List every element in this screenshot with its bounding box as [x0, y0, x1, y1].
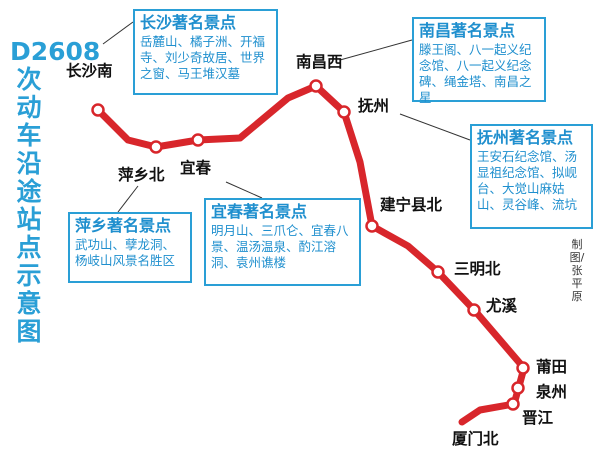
attractions-title-nanchang: 南昌著名景点 — [419, 21, 516, 40]
station-markers — [91, 79, 530, 411]
attractions-box-yichun: 宜春著名景点 明月山、三爪仑、宜春八景、温汤温泉、酌江溶洞、袁州谯楼 — [204, 198, 361, 286]
attractions-box-changsha: 长沙著名景点 岳麓山、橘子洲、开福寺、刘少奇故居、世界之窗、马王堆汉墓 — [133, 9, 278, 95]
map-credit: 制图/张平原 — [569, 238, 585, 303]
pointer-line-changsha — [102, 21, 134, 45]
attractions-title-yichun: 宜春著名景点 — [211, 202, 308, 221]
pointer-line-yichun — [225, 181, 263, 199]
pointer-line-fuzhou — [399, 113, 471, 141]
station-marker-putian[interactable] — [516, 361, 530, 375]
station-marker-jinjiang[interactable] — [506, 397, 520, 411]
station-label-xiamen-bei: 厦门北 — [452, 430, 499, 448]
attractions-list-pingxiang: 武功山、孽龙洞、杨岐山风景名胜区 — [75, 237, 176, 268]
attractions-title-changsha: 长沙著名景点 — [140, 13, 237, 32]
map-title: D2608次动车沿途站点示意图 — [10, 37, 101, 346]
attractions-box-fuzhou: 抚州著名景点 王安石纪念馆、汤显祖纪念馆、拟岘台、大觉山麻姑山、灵谷峰、流坑 — [470, 124, 593, 229]
attractions-list-fuzhou: 王安石纪念馆、汤显祖纪念馆、拟岘台、大觉山麻姑山、灵谷峰、流坑 — [477, 149, 578, 212]
attractions-list-nanchang: 滕王阁、八一起义纪念馆、八一起义纪念碑、绳金塔、南昌之星 — [419, 42, 532, 105]
attractions-title-fuzhou: 抚州著名景点 — [477, 128, 574, 147]
station-marker-nanchang-xi[interactable] — [309, 79, 323, 93]
attractions-box-nanchang: 南昌著名景点 滕王阁、八一起义纪念馆、八一起义纪念碑、绳金塔、南昌之星 — [412, 17, 546, 105]
station-label-nanchang-xi: 南昌西 — [296, 53, 343, 71]
station-marker-yichun[interactable] — [191, 133, 205, 147]
station-label-youxi: 尤溪 — [486, 297, 518, 315]
station-marker-changsha-nan[interactable] — [91, 103, 105, 117]
attractions-list-changsha: 岳麓山、橘子洲、开福寺、刘少奇故居、世界之窗、马王堆汉墓 — [140, 34, 266, 81]
station-marker-quanzhou[interactable] — [511, 381, 525, 395]
station-label-putian: 莆田 — [536, 358, 568, 376]
station-marker-jianning-xian-bei[interactable] — [365, 219, 379, 233]
pointer-lines — [102, 21, 471, 213]
station-label-jianning-xian-bei: 建宁县北 — [380, 196, 443, 214]
station-label-changsha-nan: 长沙南 — [66, 62, 113, 80]
station-label-pingxiang-bei: 萍乡北 — [118, 166, 165, 184]
pointer-line-pingxiang — [117, 185, 139, 213]
station-label-quanzhou: 泉州 — [536, 383, 568, 401]
attractions-box-pingxiang: 萍乡著名景点 武功山、孽龙洞、杨岐山风景名胜区 — [68, 212, 192, 283]
attractions-title-pingxiang: 萍乡著名景点 — [75, 216, 172, 235]
station-marker-pingxiang-bei[interactable] — [149, 140, 163, 154]
station-label-yichun: 宜春 — [180, 159, 212, 177]
station-marker-fuzhou[interactable] — [337, 105, 351, 119]
station-label-jinjiang: 晋江 — [522, 409, 554, 427]
station-marker-sanming-bei[interactable] — [431, 265, 445, 279]
station-label-fuzhou: 抚州 — [358, 97, 390, 115]
station-marker-youxi[interactable] — [467, 303, 481, 317]
pointer-line-nanchang — [339, 39, 413, 61]
attractions-list-yichun: 明月山、三爪仑、宜春八景、温汤温泉、酌江溶洞、袁州谯楼 — [211, 223, 349, 270]
station-label-sanming-bei: 三明北 — [454, 260, 501, 278]
